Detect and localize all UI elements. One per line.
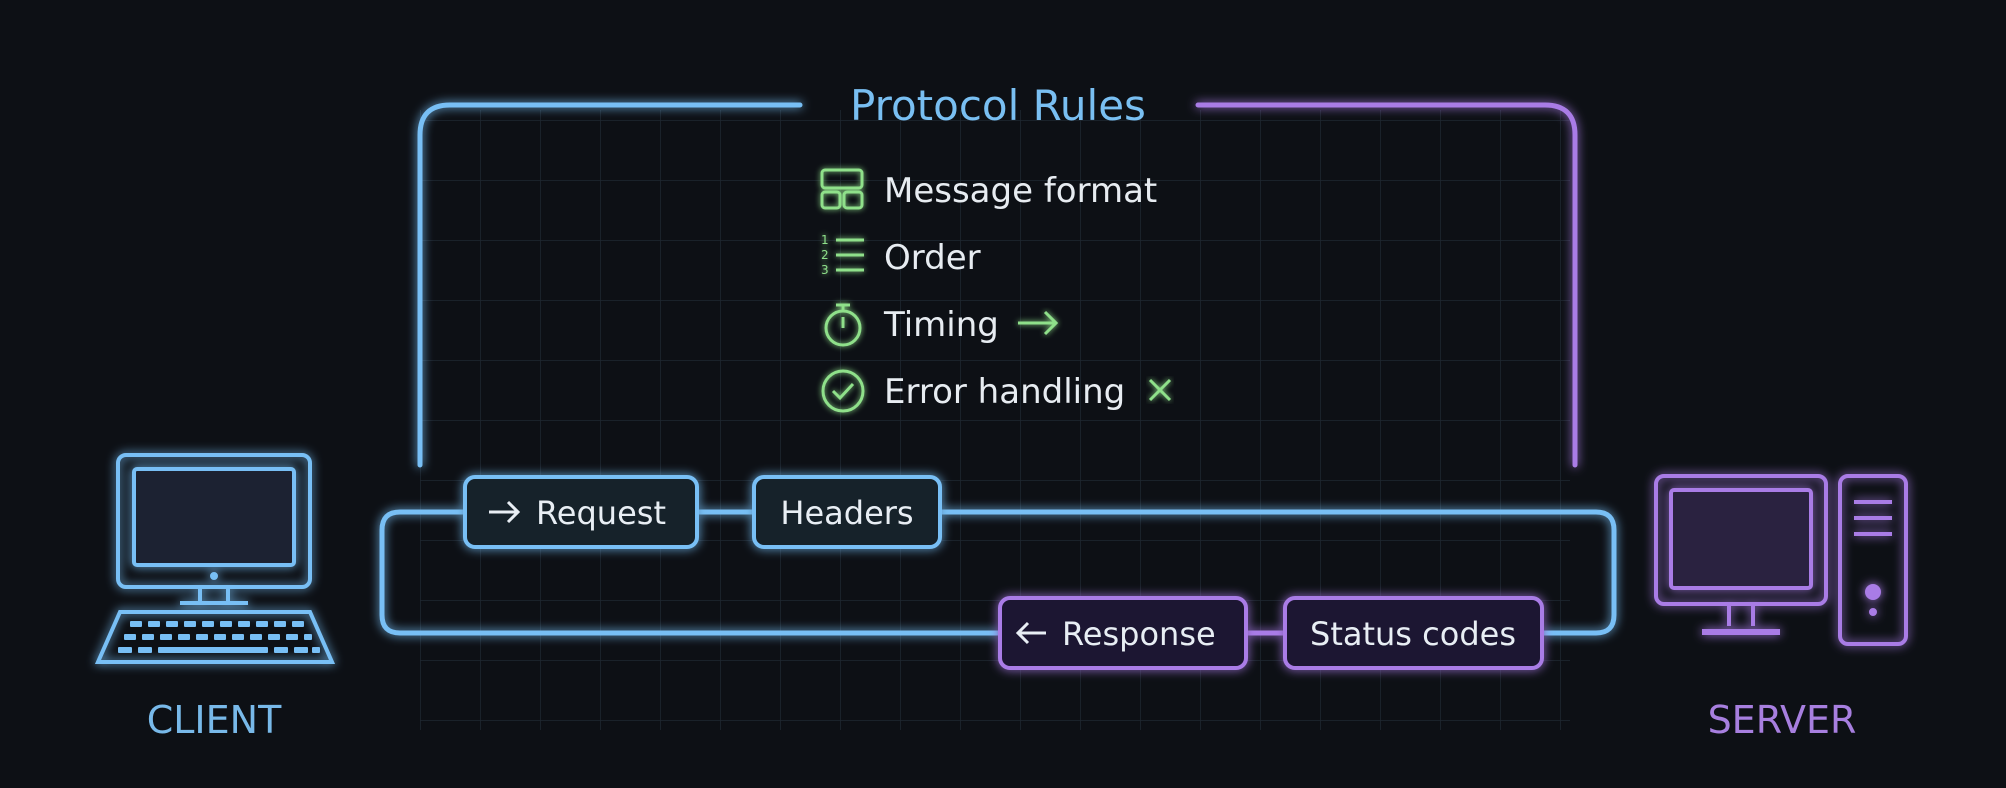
server-computer-icon: [1654, 474, 1908, 646]
check-circle-icon: [821, 369, 865, 413]
arrow-right-icon: [1018, 310, 1059, 336]
status-codes-tag: Status codes: [1283, 596, 1544, 670]
rules-list: Message format 1 2 3 Order Timing E: [820, 168, 1172, 413]
rule-error-handling: Error handling: [884, 372, 1125, 412]
status-codes-label: Status codes: [1310, 615, 1516, 653]
stopwatch-icon: [824, 303, 862, 347]
diagram-title: Protocol Rules: [850, 81, 1146, 130]
rule-order: Order: [884, 238, 981, 278]
headers-label: Headers: [780, 494, 913, 532]
headers-tag: Headers: [752, 475, 942, 549]
client-label: CLIENT: [147, 698, 282, 742]
arrow-right-icon: [489, 500, 521, 524]
close-icon: [1148, 378, 1172, 402]
server-label: SERVER: [1708, 698, 1857, 742]
message-loop: [379, 509, 1617, 636]
rule-message-format: Message format: [884, 171, 1157, 211]
svg-text:2: 2: [821, 248, 829, 262]
rule-timing: Timing: [883, 305, 999, 345]
request-label: Request: [536, 494, 666, 532]
protocol-frame: [417, 102, 1578, 468]
request-tag: Request: [463, 475, 699, 549]
response-label: Response: [1062, 615, 1216, 653]
svg-text:3: 3: [821, 263, 829, 277]
numbered-list-icon: 1 2 3: [821, 233, 864, 277]
arrow-left-icon: [1015, 621, 1046, 645]
client-computer-icon: [94, 453, 336, 664]
svg-text:1: 1: [821, 233, 829, 247]
layout-grid-icon: [820, 168, 864, 210]
response-tag: Response: [998, 596, 1248, 670]
keyboard-keys: [118, 621, 320, 653]
